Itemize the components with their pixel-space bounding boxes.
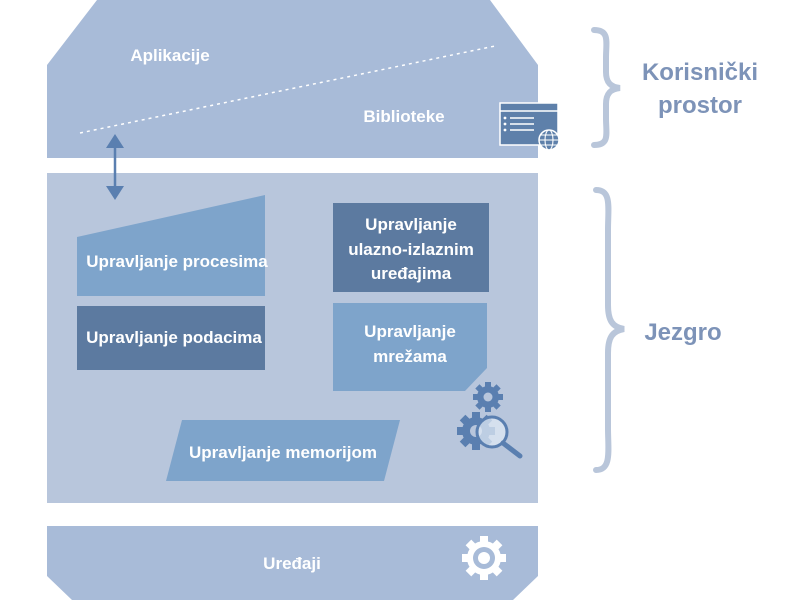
- user-space-divider: [79, 45, 496, 134]
- io-management-label-line2: ulazno-izlaznim: [348, 240, 474, 259]
- network-management-block: [333, 303, 487, 391]
- io-management-label-line3: uređajima: [371, 264, 452, 283]
- data-management-label: Upravljanje podacima: [86, 328, 262, 347]
- kernel-brace: [593, 187, 625, 473]
- browser-window-globe-icon: [499, 102, 560, 151]
- devices-shape: [47, 526, 538, 600]
- user-space-side-label-line1: Korisnički: [642, 59, 758, 86]
- network-management-label-line1: Upravljanje: [364, 322, 456, 341]
- network-management-label-line2: mrežama: [373, 347, 447, 366]
- double-arrow-icon: [106, 134, 124, 200]
- kernel-layer: Upravljanje procesima Upravljanje podaci…: [47, 173, 538, 503]
- user-space-brace: [591, 27, 621, 148]
- process-management-block: [77, 195, 265, 296]
- kernel-side-label: Jezgro: [644, 319, 721, 346]
- applications-label: Aplikacije: [130, 46, 209, 65]
- user-space-side-label-line2: prostor: [658, 92, 742, 119]
- devices-label: Uređaji: [263, 554, 321, 573]
- libraries-label: Biblioteke: [363, 107, 444, 126]
- user-space-layer: Aplikacije Biblioteke: [47, 0, 560, 158]
- data-management-block: [77, 306, 265, 370]
- gear-icon: [462, 536, 506, 580]
- memory-management-label: Upravljanje memorijom: [189, 443, 377, 462]
- io-management-label-line1: Upravljanje: [365, 215, 457, 234]
- user-space-shape: [47, 0, 538, 158]
- devices-layer: Uređaji: [47, 526, 538, 600]
- io-management-block: [333, 203, 489, 292]
- process-management-label: Upravljanje procesima: [86, 252, 268, 271]
- memory-management-block: [166, 420, 400, 481]
